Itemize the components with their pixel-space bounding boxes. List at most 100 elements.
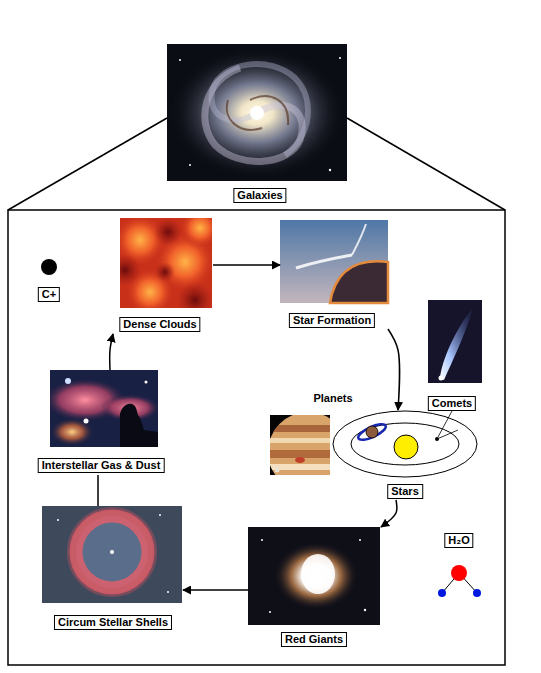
- stage-node: C+: [36, 257, 62, 303]
- stage-node: Stars: [333, 410, 478, 500]
- band: [270, 415, 330, 475]
- node-label: H₂O: [444, 533, 473, 548]
- circumstellar-image: [42, 506, 182, 603]
- cloud-shadow: [155, 262, 175, 282]
- central-star: [110, 550, 114, 554]
- band: [270, 450, 330, 458]
- star-dot: [329, 169, 331, 171]
- hydrogen-atom: [438, 589, 446, 597]
- cycle-arrow: [97, 475, 99, 506]
- star-dot: [359, 539, 361, 541]
- star-dot: [145, 381, 148, 384]
- star-dot: [269, 611, 271, 613]
- star-dot: [189, 164, 191, 166]
- shell-ring: [76, 516, 148, 588]
- dark-cloud: [120, 404, 158, 447]
- star-dot: [339, 57, 341, 59]
- cloud-shadow: [177, 282, 212, 308]
- node-label: Stars: [387, 484, 423, 499]
- giant-core: [301, 554, 335, 594]
- planet-ring: [356, 421, 387, 443]
- star-dot: [261, 539, 263, 541]
- band: [270, 425, 330, 432]
- planet: [366, 426, 378, 438]
- stage-node: Planets: [268, 390, 360, 476]
- node-label: Comets: [428, 396, 476, 411]
- stage-node: Galaxies: [167, 44, 347, 205]
- stage-node: Interstellar Gas & Dust: [25, 370, 179, 475]
- cloud-pillar: [330, 261, 388, 303]
- leader-line: [438, 411, 452, 437]
- frame: [8, 210, 505, 665]
- node-label: C+: [38, 287, 60, 302]
- band: [270, 438, 330, 443]
- stage-node: Comets: [424, 300, 484, 412]
- zoom-line: [8, 118, 167, 210]
- node-label: Dense Clouds: [119, 317, 200, 332]
- star-dot: [65, 378, 71, 384]
- node-label: Interstellar Gas & Dust: [38, 458, 165, 473]
- solar-system: [333, 411, 477, 477]
- star-dot: [179, 59, 181, 61]
- inner-orbit: [351, 423, 459, 465]
- comet-head: [439, 376, 444, 381]
- galaxy-glow: [169, 47, 345, 179]
- stage-node: Dense Clouds: [113, 218, 213, 334]
- star-dot: [159, 514, 161, 516]
- image-background: [167, 44, 347, 181]
- planet-image: [270, 415, 330, 475]
- stage-node: H₂O: [440, 532, 480, 600]
- sun: [394, 435, 418, 459]
- galaxy-image: [167, 44, 347, 181]
- jet: [296, 255, 352, 268]
- cloud-blob: [180, 218, 212, 248]
- oxygen-atom: [451, 565, 467, 581]
- node-label: Circum Stellar Shells: [54, 615, 172, 630]
- cycle-arrow: [388, 329, 399, 410]
- giant-glow: [274, 542, 358, 610]
- node-label: Galaxies: [233, 188, 286, 203]
- hydrogen-atom: [473, 589, 481, 597]
- water-molecule: [438, 565, 481, 597]
- star-dot: [57, 519, 59, 521]
- star-dot: [167, 591, 169, 593]
- jet: [352, 224, 366, 255]
- stage-node: Star Formation: [280, 220, 388, 329]
- dust-lane: [227, 96, 288, 130]
- comet-tail: [437, 430, 458, 439]
- spiral-arm: [211, 64, 307, 155]
- ion-symbol: [41, 259, 57, 275]
- cycle-arrow: [381, 500, 397, 527]
- cloud-shadow: [120, 254, 141, 286]
- cycle-arrow: [183, 589, 248, 591]
- shell-halo: [69, 509, 155, 595]
- shell-interior: [76, 516, 148, 588]
- planet-bands: [270, 415, 330, 475]
- stage-node: Circum Stellar Shells: [42, 506, 183, 631]
- star-dot: [84, 419, 89, 424]
- red-giant-image: [248, 527, 380, 625]
- nebula: [50, 418, 94, 446]
- image-background: [428, 300, 482, 383]
- node-label: Red Giants: [281, 632, 347, 647]
- cycle-arrow: [213, 264, 280, 266]
- cycle-arrow: [110, 334, 113, 370]
- comet-tail: [440, 306, 474, 380]
- galaxy-core: [250, 106, 264, 120]
- node-label: Planets: [313, 392, 352, 405]
- moon: [275, 468, 280, 473]
- image-background: [42, 506, 182, 603]
- zoom-line: [347, 118, 505, 210]
- outer-orbit: [333, 411, 477, 477]
- interstellar-image: [50, 370, 158, 447]
- dense-clouds-image: [120, 218, 212, 308]
- red-spot: [295, 457, 305, 463]
- node-label: Star Formation: [289, 313, 375, 328]
- image-background: [248, 527, 380, 625]
- star-formation-image: [280, 220, 388, 303]
- cloud-shadow: [154, 218, 182, 246]
- star-dot: [364, 609, 366, 611]
